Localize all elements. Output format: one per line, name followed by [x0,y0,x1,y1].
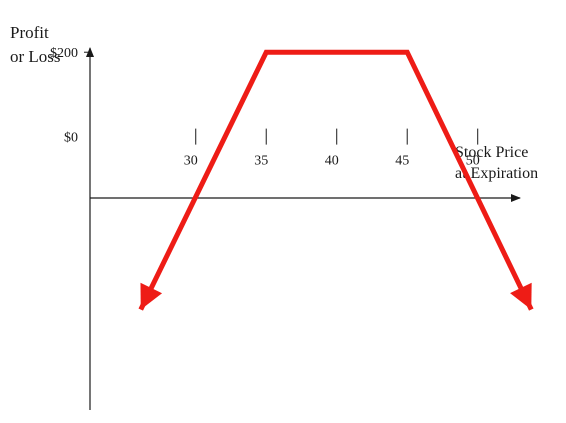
y-tick-label-200: $200 [50,46,78,61]
left-arrowhead [140,282,163,310]
right-arrowhead [510,282,532,310]
y-axis-label-line1: Profit [10,23,49,42]
x-ticks: 30 35 40 45 50 [184,128,480,169]
x-tick-label-35: 35 [254,154,268,169]
x-tick-label-45: 45 [395,154,409,169]
x-axis-label-line1: Stock Price [455,144,528,161]
x-tick-label-40: 40 [325,154,339,169]
x-tick-label-50: 50 [466,154,480,169]
y-ticks: $0 $200 [50,46,90,146]
y-axis-label-line2: or Loss [10,47,61,66]
x-tick-label-30: 30 [184,154,198,169]
series-layer [138,49,534,311]
y-tick-label-0: $0 [64,131,78,146]
x-axis-label-line2: at Expiration [455,165,538,182]
payoff-line [138,49,534,311]
